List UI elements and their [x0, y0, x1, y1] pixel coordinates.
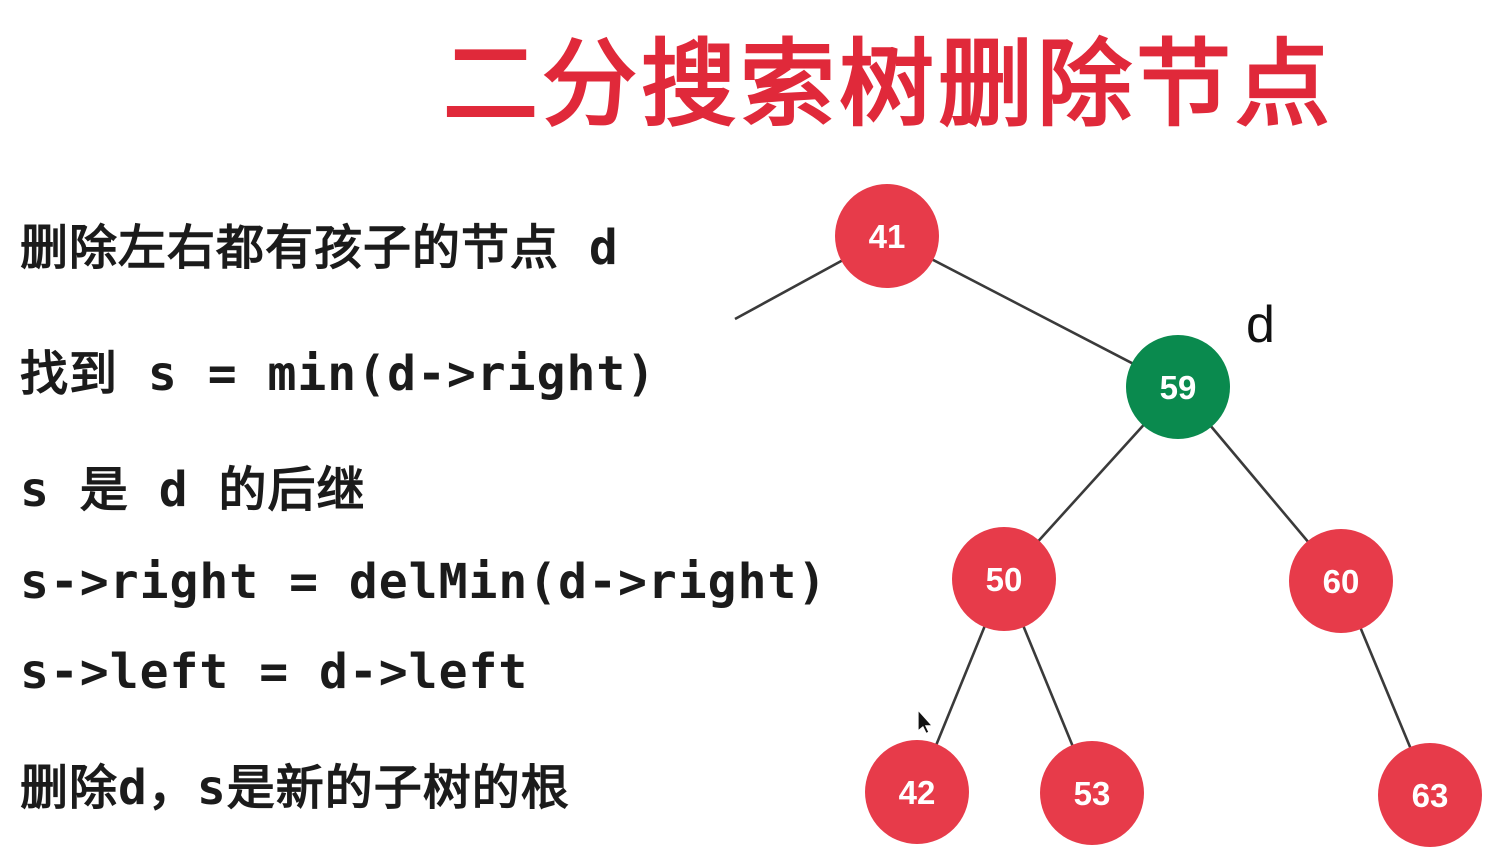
- tree-node-value: 59: [1160, 369, 1197, 406]
- note-line-s-is-successor: s 是 d 的后继: [20, 462, 366, 518]
- node-d-annotation: d: [1246, 296, 1275, 354]
- note-line-s-new-root: 删除d，s是新的子树的根: [20, 760, 570, 816]
- tree-node-value: 63: [1412, 777, 1449, 814]
- note-line-s-left-assignment: s->left = d->left: [20, 644, 529, 700]
- tree-node-value: 53: [1074, 775, 1111, 812]
- slide-title: 二分搜索树删除节点: [443, 32, 1335, 138]
- tree-node-value: 60: [1323, 563, 1360, 600]
- note-line-find-successor: 找到 s = min(d->right): [20, 346, 657, 402]
- note-line-delete-node-with-children: 删除左右都有孩子的节点 d: [20, 220, 619, 276]
- tree-node-60: [1289, 529, 1393, 633]
- tree-node-59: [1126, 335, 1230, 439]
- note-line-s-right-assignment: s->right = delMin(d->right): [20, 554, 828, 610]
- tree-edge: [886, 234, 1179, 389]
- mouse-cursor-icon: [917, 708, 934, 735]
- tree-node-53: [1040, 741, 1144, 845]
- tree-node-41: [835, 184, 939, 288]
- tree-node-63: [1378, 743, 1482, 847]
- tree-node-value: 42: [899, 774, 936, 811]
- tree-node-42: [865, 740, 969, 844]
- tree-node-value: 41: [869, 218, 906, 255]
- notes-block: 删除左右都有孩子的节点 d 找到 s = min(d->right) s 是 d…: [20, 220, 828, 816]
- tree-node-value: 50: [986, 561, 1023, 598]
- tree-node-50: [952, 527, 1056, 631]
